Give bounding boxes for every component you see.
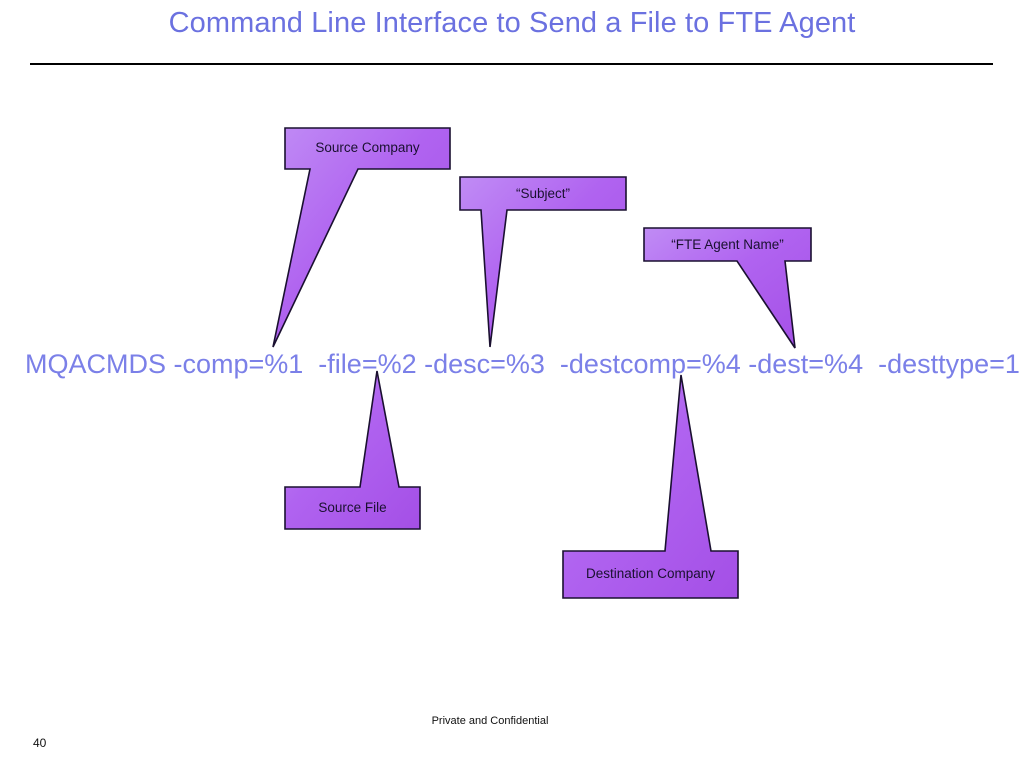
callout-source-file-shape[interactable] (284, 370, 421, 530)
callout-subject[interactable] (459, 176, 627, 348)
callout-fte-agent-name[interactable] (643, 227, 812, 349)
page-title: Command Line Interface to Send a File to… (168, 7, 856, 39)
title-divider (30, 63, 993, 65)
callout-destination-company[interactable] (562, 374, 739, 599)
callout-source-company-shape[interactable] (272, 127, 451, 348)
callout-source-company[interactable] (272, 127, 451, 348)
command-line-text: MQACMDS -comp=%1 -file=%2 -desc=%3 -dest… (25, 349, 1020, 379)
page-number: 40 (33, 736, 47, 750)
callout-subject-shape[interactable] (459, 176, 627, 348)
footer-confidentiality-notice: Private and Confidential (431, 715, 549, 727)
callout-destination-company-shape[interactable] (562, 374, 739, 599)
callout-source-file[interactable] (284, 370, 421, 530)
callout-fte-agent-name-shape[interactable] (643, 227, 812, 349)
